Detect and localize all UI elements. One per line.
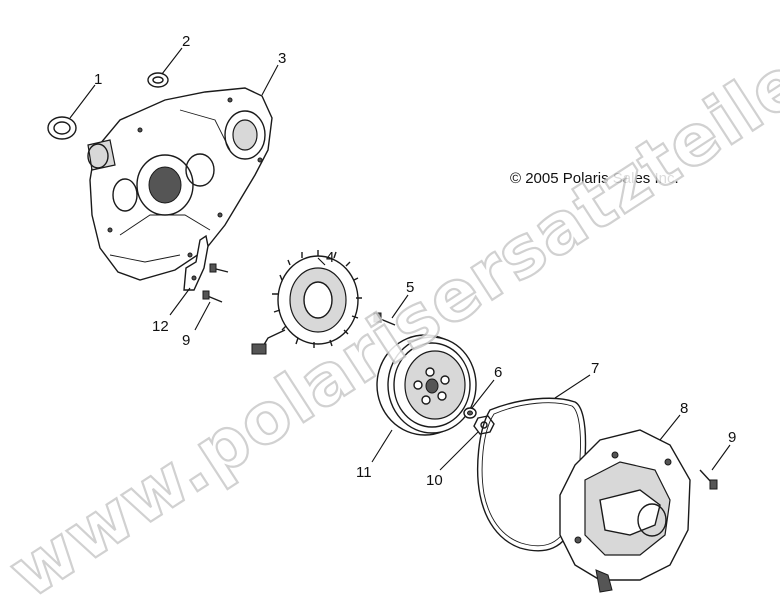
callout-5: 5 (406, 279, 414, 296)
part-9-bolt-upper (209, 263, 229, 273)
part-4-stator (251, 250, 362, 355)
part-6-washer (463, 407, 477, 419)
callout-6: 6 (494, 364, 502, 381)
part-12-bracket (183, 234, 209, 291)
callout-8: 8 (680, 400, 688, 417)
part-7-gasket (476, 397, 587, 552)
callout-12: 12 (152, 318, 169, 335)
callout-7: 7 (591, 360, 599, 377)
part-1-seal (47, 116, 77, 140)
part-11-flywheel (376, 334, 477, 436)
callout-numbers: 1 2 3 4 5 6 7 8 9 9 10 11 12 (94, 33, 736, 489)
part-2-washer (147, 72, 169, 88)
callout-9-stator-bolt: 9 (182, 332, 190, 349)
part-8-stator-cover (559, 429, 691, 593)
callout-4: 4 (326, 249, 334, 266)
part-9-bolt-cover (699, 469, 718, 490)
callout-9-cover-bolt: 9 (728, 429, 736, 446)
callout-3: 3 (278, 50, 286, 67)
part-3-crankcase-cover (87, 87, 273, 281)
callout-10: 10 (426, 472, 443, 489)
callout-11: 11 (356, 464, 372, 481)
copyright-notice: © 2005 Polaris Sales Inc. (510, 170, 679, 187)
leader-lines (69, 47, 731, 471)
callout-2: 2 (182, 33, 190, 50)
callout-1: 1 (94, 71, 102, 88)
part-9-bolt-lower (202, 290, 223, 303)
part-5-bolt (373, 312, 396, 326)
